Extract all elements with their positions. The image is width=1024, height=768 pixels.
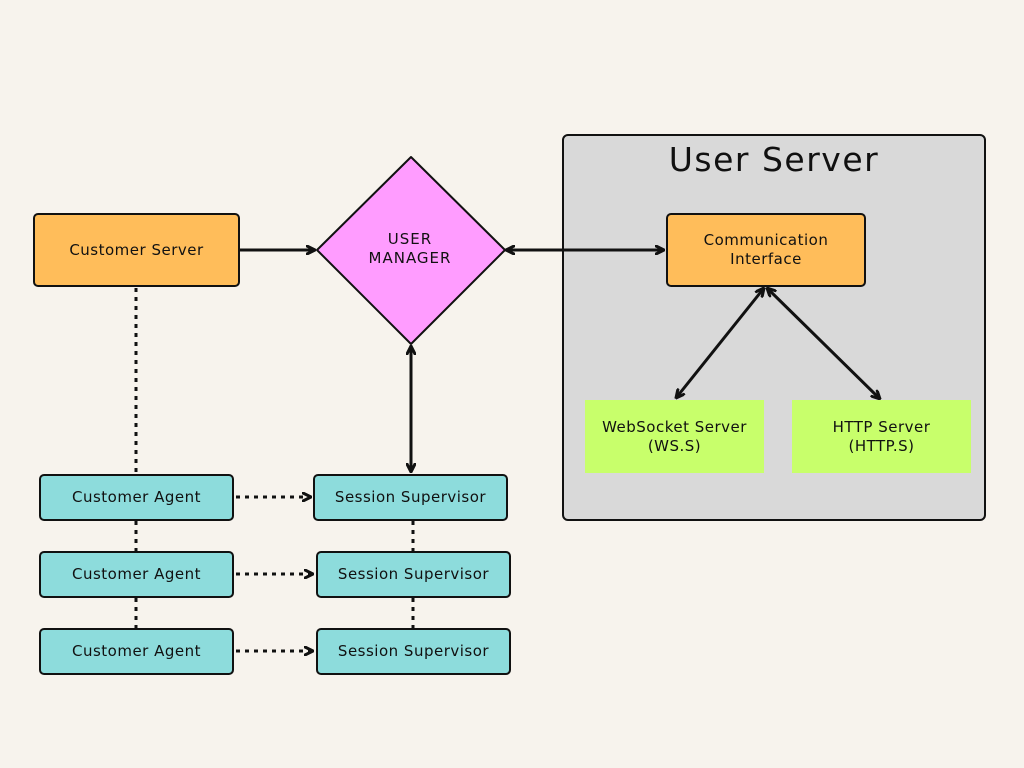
http-server-line-1: HTTP Server: [832, 417, 931, 436]
user-manager-diamond: [316, 156, 506, 345]
customer-agent-node-1: Customer Agent: [39, 474, 234, 521]
session-supervisor-label-1: Session Supervisor: [334, 488, 487, 506]
interface-to-websocket-arrow: [676, 288, 764, 398]
websocket-server-line-1: WebSocket Server: [602, 417, 747, 436]
user-manager-line-1: USER: [387, 230, 433, 248]
customer-agent-label-2: Customer Agent: [71, 565, 202, 583]
customer-server-label: Customer Server: [69, 240, 204, 259]
http-server-node: HTTP Server (HTTP.S): [792, 400, 971, 473]
websocket-server-line-2: (WS.S): [647, 436, 702, 455]
communication-interface-node: Communication Interface: [666, 213, 866, 287]
session-supervisor-node-3: Session Supervisor: [316, 628, 511, 675]
customer-server-node: Customer Server: [33, 213, 240, 287]
session-supervisor-label-3: Session Supervisor: [337, 642, 490, 660]
customer-agent-label-1: Customer Agent: [71, 488, 202, 506]
user-server-title: User Server: [668, 140, 880, 179]
session-supervisor-node-2: Session Supervisor: [316, 551, 511, 598]
websocket-server-node: WebSocket Server (WS.S): [585, 400, 764, 473]
customer-agent-label-3: Customer Agent: [71, 642, 202, 660]
customer-agent-node-3: Customer Agent: [39, 628, 234, 675]
user-manager-line-2: MANAGER: [368, 249, 452, 267]
interface-to-http-arrow: [767, 288, 880, 399]
communication-interface-line-2: Interface: [730, 250, 802, 268]
user-manager-label: USER MANAGER: [331, 230, 489, 268]
http-server-line-2: (HTTP.S): [848, 436, 915, 455]
customer-agent-node-2: Customer Agent: [39, 551, 234, 598]
session-supervisor-node-1: Session Supervisor: [313, 474, 508, 521]
communication-interface-line-1: Communication: [703, 231, 829, 249]
session-supervisor-label-2: Session Supervisor: [337, 565, 490, 583]
